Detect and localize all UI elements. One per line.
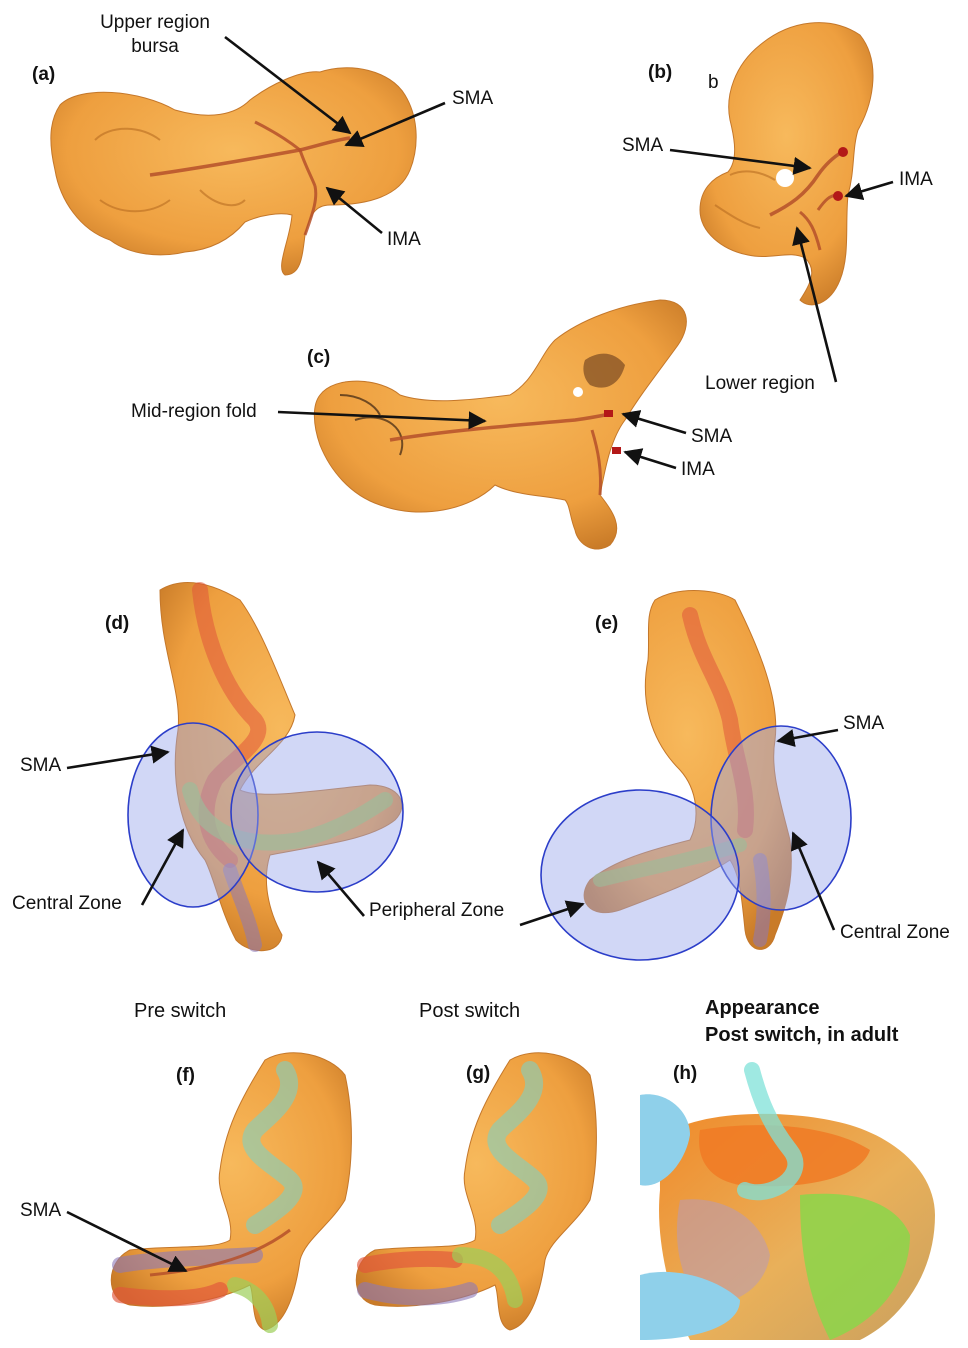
label-a-sma: SMA [452, 88, 493, 110]
model-e [541, 591, 851, 960]
model-g [356, 1053, 596, 1330]
panel-label-f: (f) [176, 1065, 195, 1087]
model-d [128, 583, 403, 951]
label-a-upper-line1: Upper region [85, 12, 225, 34]
label-f-sma: SMA [20, 1200, 61, 1222]
arrow-c-ima [625, 452, 676, 468]
panel-label-e: (e) [595, 613, 618, 635]
panel-label-g: (g) [466, 1063, 490, 1085]
label-b-lower: Lower region [705, 373, 815, 395]
arrow-c-sma [623, 414, 686, 433]
caption-pre-switch: Pre switch [134, 1000, 226, 1023]
adult-photo-h [640, 1070, 960, 1344]
label-d-sma: SMA [20, 755, 61, 777]
label-e-central: Central Zone [840, 922, 950, 944]
panel-label-c: (c) [307, 347, 330, 369]
model-f [111, 1053, 351, 1330]
model-a [51, 68, 416, 275]
label-d-peripheral: Peripheral Zone [369, 900, 504, 922]
panel-label-a: (a) [32, 64, 55, 86]
label-e-sma: SMA [843, 713, 884, 735]
label-d-central: Central Zone [12, 893, 122, 915]
panel-label-h: (h) [673, 1063, 697, 1085]
label-c-mid: Mid-region fold [131, 401, 257, 423]
label-c-ima: IMA [681, 459, 715, 481]
caption-appearance-line1: Appearance [705, 994, 820, 1022]
label-c-sma: SMA [691, 426, 732, 448]
caption-post-switch: Post switch [419, 1000, 520, 1023]
caption-appearance-line2: Post switch, in adult [705, 1021, 898, 1049]
label-a-ima: IMA [387, 229, 421, 251]
label-b-ima: IMA [899, 169, 933, 191]
model-c [314, 300, 686, 549]
panel-label-b-small: b [708, 72, 719, 94]
panel-label-b: (b) [648, 62, 672, 84]
panel-label-d: (d) [105, 613, 129, 635]
label-a-upper-line2: bursa [85, 36, 225, 58]
arrow-b-ima [846, 182, 893, 196]
label-b-sma: SMA [622, 135, 663, 157]
